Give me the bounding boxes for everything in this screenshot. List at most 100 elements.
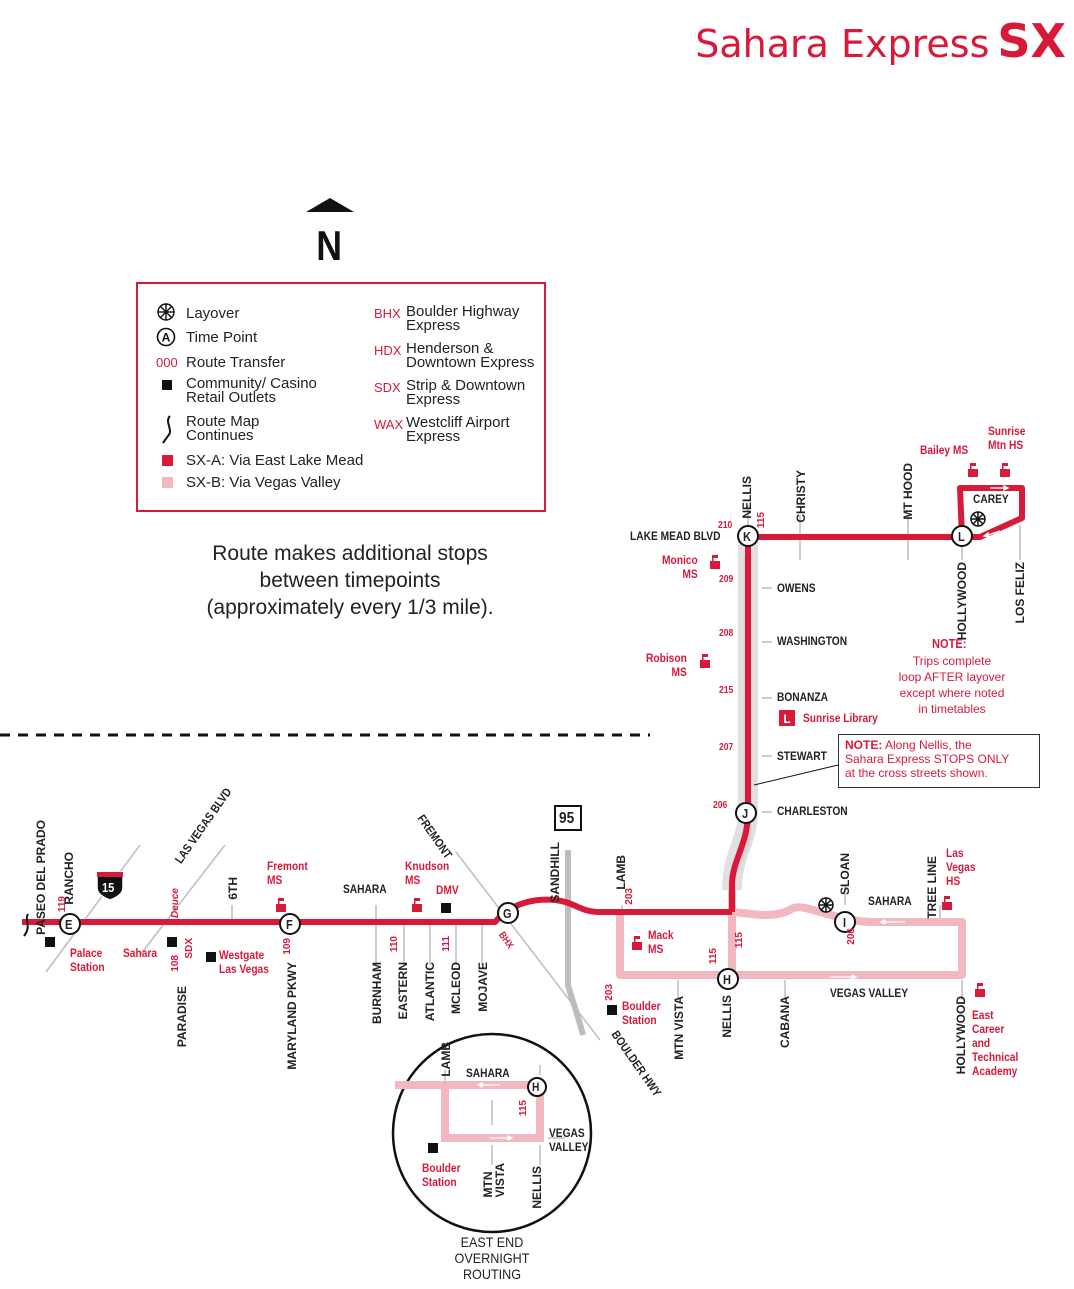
timepoint-j bbox=[735, 802, 757, 824]
timepoint-label-h: H bbox=[723, 972, 731, 987]
inset-street-mtn-vista: MTN VISTA bbox=[481, 1163, 507, 1198]
transfer-119: 119 bbox=[57, 896, 68, 913]
street-mt-hood: MT HOOD bbox=[901, 463, 915, 520]
route-continues-icon bbox=[23, 913, 29, 937]
street-sandhill: SANDHILL bbox=[548, 842, 562, 903]
street-los-feliz: LOS FELIZ bbox=[1013, 562, 1027, 624]
inset-timepoint-h bbox=[527, 1077, 547, 1097]
note-pointer bbox=[753, 764, 839, 786]
fremont-ms-school-icon bbox=[276, 898, 286, 912]
legend-code-sdx: SDX bbox=[374, 380, 401, 395]
timepoint-k bbox=[737, 525, 759, 547]
place-knudson-ms: Knudson MS bbox=[405, 859, 450, 887]
transfer-209: 209 bbox=[719, 574, 734, 585]
street-sloan: SLOAN bbox=[838, 853, 852, 895]
timepoint-e bbox=[59, 913, 81, 935]
legend-pink-square-icon bbox=[162, 477, 173, 488]
transfer-110: 110 bbox=[389, 936, 400, 953]
place-mack-ms: Mack MS bbox=[648, 928, 674, 956]
transfer-115-c: 115 bbox=[756, 512, 767, 529]
transfer-115-b: 115 bbox=[734, 932, 745, 949]
library-icon bbox=[779, 710, 795, 726]
us95-road bbox=[565, 850, 586, 1036]
school-icons bbox=[276, 463, 1010, 997]
legend-code-hdx: HDX bbox=[374, 343, 402, 358]
place-las-vegas-hs: Las Vegas HS bbox=[946, 846, 976, 888]
sahara-marker bbox=[167, 937, 177, 947]
timepoint-label-k: K bbox=[743, 529, 751, 544]
place-fremont-ms: Fremont MS bbox=[267, 859, 308, 887]
timepoint-g bbox=[497, 902, 519, 924]
boulder-station-marker bbox=[607, 1005, 617, 1015]
i15-shield-icon bbox=[96, 871, 124, 901]
monico-ms-school-icon bbox=[710, 555, 720, 569]
legend-route-continues-icon bbox=[162, 415, 171, 444]
place-palace-station: Palace Station bbox=[70, 946, 105, 974]
street-owens: OWENS bbox=[777, 581, 816, 595]
us95-shield-icon bbox=[554, 805, 582, 831]
transfer-109: 109 bbox=[282, 938, 293, 955]
street-lamb: LAMB bbox=[614, 855, 628, 890]
timepoint-label-g: G bbox=[503, 906, 512, 921]
us95-number: 95 bbox=[559, 810, 575, 827]
inset-street-nellis: NELLIS bbox=[530, 1166, 544, 1209]
place-sahara: Sahara bbox=[123, 946, 158, 960]
street-hollywood-south: HOLLYWOOD bbox=[954, 996, 968, 1075]
legend-layover-icon bbox=[157, 303, 175, 321]
legend-item-community: Community/ Casino Retail Outlets bbox=[186, 375, 317, 406]
north-label: N bbox=[316, 222, 343, 269]
timepoint-markers bbox=[59, 525, 973, 990]
transfer-203-b: 203 bbox=[604, 984, 615, 1001]
robison-ms-school-icon bbox=[700, 654, 710, 668]
knudson-ms-school-icon bbox=[412, 898, 422, 912]
street-sahara-west: SAHARA bbox=[343, 882, 387, 896]
street-sahara-east: SAHARA bbox=[868, 894, 912, 908]
transfer-111: 111 bbox=[441, 936, 452, 952]
westgate-marker bbox=[206, 952, 216, 962]
layover-note-text: Trips complete loop AFTER layover except… bbox=[898, 654, 1006, 716]
inset-street-vegas-valley: VEGAS VALLEY bbox=[549, 1126, 589, 1154]
inset-arrows bbox=[476, 1081, 514, 1142]
legend-item-route-transfer: Route Transfer bbox=[186, 354, 286, 371]
transfer-215: 215 bbox=[719, 685, 734, 696]
lvhs-school-icon bbox=[942, 896, 952, 910]
transfer-108: 108 bbox=[170, 955, 181, 972]
bailey-ms-school-icon bbox=[968, 463, 978, 477]
east-career-school-icon bbox=[975, 983, 985, 997]
street-nellis-south: NELLIS bbox=[720, 995, 734, 1038]
i15-number: 15 bbox=[102, 880, 115, 895]
legend-item-layover: Layover bbox=[186, 305, 240, 322]
mack-ms-school-icon bbox=[632, 936, 642, 950]
timepoint-h bbox=[717, 968, 739, 990]
legend-label-bhx: Boulder Highway Express bbox=[406, 303, 520, 334]
nellis-note-text: Along Nellis, the Sahara Express STOPS O… bbox=[845, 738, 1010, 780]
legend-box: Layover A Time Point 000 Route Transfer … bbox=[136, 282, 546, 512]
street-sixth: 6TH bbox=[226, 877, 240, 900]
transfer-203-a: 203 bbox=[624, 888, 635, 905]
timepoint-i bbox=[834, 911, 856, 933]
street-cabana: CABANA bbox=[778, 996, 792, 1048]
street-paradise: PARADISE bbox=[175, 986, 189, 1048]
legend-label-hdx: Henderson & Downtown Express bbox=[406, 340, 535, 371]
inset-transfer-115: 115 bbox=[518, 1100, 529, 1117]
route-name: Sahara Express bbox=[695, 22, 990, 66]
street-nellis-north: NELLIS bbox=[740, 476, 754, 519]
transfer-deuce: Deuce bbox=[170, 888, 181, 919]
legend-item-route-continues: Route Map Continues bbox=[186, 413, 260, 444]
layover-icon bbox=[818, 897, 834, 913]
timepoint-label-e: E bbox=[65, 917, 73, 932]
legend-code-wax: WAX bbox=[374, 417, 404, 432]
layover-icons bbox=[818, 511, 986, 913]
street-eastern: EASTERN bbox=[396, 962, 410, 1020]
timepoint-label-i: I bbox=[843, 915, 847, 930]
street-hollywood-north: HOLLYWOOD bbox=[955, 562, 969, 641]
place-boulder-station: Boulder Station bbox=[622, 999, 661, 1027]
street-atlantic: ATLANTIC bbox=[423, 962, 437, 1022]
inset-street-lamb: LAMB bbox=[439, 1042, 453, 1077]
street-mojave: MOJAVE bbox=[476, 962, 490, 1012]
layover-note-heading: NOTE: bbox=[932, 636, 967, 651]
street-mcleod: MCLEOD bbox=[449, 962, 463, 1014]
place-sunrise-library: Sunrise Library bbox=[803, 711, 878, 725]
